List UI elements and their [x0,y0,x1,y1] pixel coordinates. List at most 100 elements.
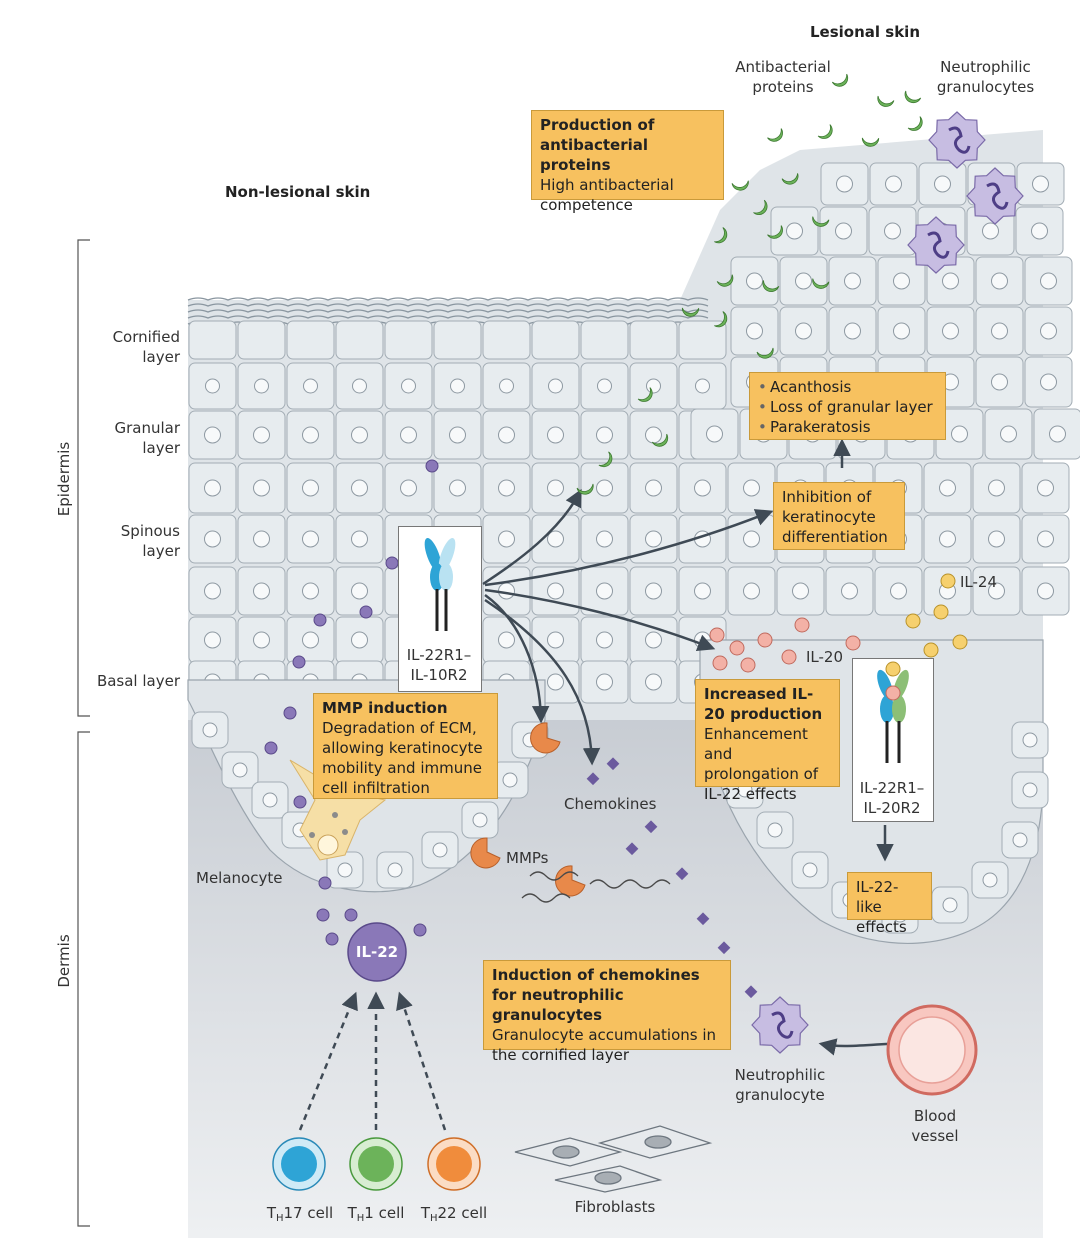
spinous-cell-nucleus [204,530,221,548]
lesional-cell-nucleus [982,222,999,240]
il20-box: Increased IL-20 production Enhancement a… [695,679,840,803]
il20-box-body: Enhancement and prolongation of IL-22 ef… [704,725,819,803]
spinous-cell-nucleus [743,530,760,548]
lesional-cell-nucleus [991,322,1008,340]
ecm-strands [521,871,671,903]
cornified-cell [286,320,335,360]
granular-cell-nucleus [400,426,417,444]
basal-cell-nucleus [1022,732,1038,748]
antibacterial-protein [714,311,728,328]
granular-cell-nucleus [695,378,710,394]
il22-molecules [264,459,439,946]
antibacterial-protein [767,225,783,239]
neutrophil-nucleus [927,231,950,259]
lesional-cell-nucleus [934,175,951,193]
cornified-cell [580,320,629,360]
cornified-cell [237,320,286,360]
antibacterial-protein [637,387,653,402]
chemokine-box-title: Induction of chemokines for neutrophilic… [492,966,700,1024]
lesional-cell-nucleus [942,272,959,290]
granular-cell-nucleus [204,426,221,444]
antibacterial-box-body: High antibacterial competence [540,176,674,214]
basal-cell-nucleus [547,631,564,649]
granular-cell-nucleus [205,378,220,394]
antibacterial-box-title: Production of antibacterial proteins [540,116,655,174]
granular-cell-nucleus [351,426,368,444]
chemokine-box-body: Granulocyte accumulations in the cornifi… [492,1026,717,1064]
basal-cell-nucleus [204,631,221,649]
spinous-cell-nucleus [792,582,809,600]
dermis-label: Dermis [55,934,73,988]
cornified-cell [629,320,678,360]
th17-label: TH17 cell [266,1204,334,1224]
il22-like-box-body: IL-22-like effects [856,878,907,936]
melanocyte-label: Melanocyte [196,869,283,887]
antibacterial-proteins-label: Antibacterial proteins [735,58,831,96]
lesional-cell-nucleus [786,222,803,240]
th1-label: TH1 cell [347,1204,405,1224]
spinous-cell-nucleus [988,479,1005,497]
cornified-line [187,309,709,313]
lesional-cell-nucleus [893,272,910,290]
basal-cell-nucleus [1022,782,1038,798]
antibacterial-protein [681,307,700,317]
antibacterial-protein [812,278,830,289]
granular-cell-nucleus [645,426,662,444]
spinous-cell-nucleus [253,582,270,600]
spinous-cell-nucleus [351,530,368,548]
basal-cell-nucleus [596,673,613,691]
il20-label: IL-20 [806,648,844,666]
fibroblasts-label: Fibroblasts [574,1198,656,1216]
antibacterial-protein [756,347,774,359]
basal-layer-label: Basal layer [96,672,180,690]
spinous-cell-nucleus [204,582,221,600]
inhibition-box: Inhibition of keratinocyte differentiati… [773,482,905,550]
lesional-cell-nucleus [893,322,910,340]
antibacterial-box: Production of antibacterial proteins Hig… [531,110,724,214]
mmp-box-title: MMP induction [322,699,448,717]
mmp-box: MMP induction Degradation of ECM, allowi… [313,693,498,799]
il24-label: IL-24 [960,573,998,591]
cornified-line [187,303,709,307]
spinous-cell-nucleus [302,530,319,548]
cornified-cell [188,320,237,360]
spinous-cell-nucleus [1037,479,1054,497]
basal-cell-nucleus [432,842,448,858]
cornified-cell [531,320,580,360]
il22-cytokine [347,922,407,982]
antibacterial-protein [812,216,830,227]
spinous-cell-nucleus [596,479,613,497]
antibacterial-protein [753,199,768,215]
receptor-il22r1-il10r2-icon [424,537,456,631]
inhibition-box-body: Inhibition of keratinocyte differentiati… [782,488,888,546]
antibacterial-protein [576,483,594,495]
cornified-layer-label: Cornified layer [112,328,180,366]
basal-cell-nucleus [232,762,248,778]
spinous-cell-nucleus [253,479,270,497]
granular-cell-nucleus [449,426,466,444]
lesional-cell-nucleus [1049,425,1066,443]
basal-cell-nucleus [387,862,403,878]
antibacterial-protein [861,137,880,147]
spinous-cell-nucleus [1037,530,1054,548]
lesional-cell-nucleus [1031,222,1048,240]
granular-cell-nucleus [547,426,564,444]
epidermis-label: Epidermis [55,441,73,517]
basal-cell-nucleus [645,673,662,691]
spinous-cell-nucleus [743,582,760,600]
lesional-cell-nucleus [844,272,861,290]
lesional-cell-nucleus [1040,322,1057,340]
spinous-cell-nucleus [351,479,368,497]
neutrophil-nucleus [771,1011,794,1039]
spinous-cell-nucleus [253,530,270,548]
receptor-2-label: IL-22R1– IL-20R2 [859,779,925,817]
spinous-cell-nucleus [988,530,1005,548]
t-cells [272,1137,481,1191]
antibacterial-protein [762,280,780,292]
cornified-line [187,297,709,301]
antibacterial-protein [651,433,669,447]
granular-cell-nucleus [548,378,563,394]
neutrophil-nucleus [986,182,1009,210]
spinous-cell-nucleus [400,479,417,497]
basal-cell-nucleus [302,631,319,649]
